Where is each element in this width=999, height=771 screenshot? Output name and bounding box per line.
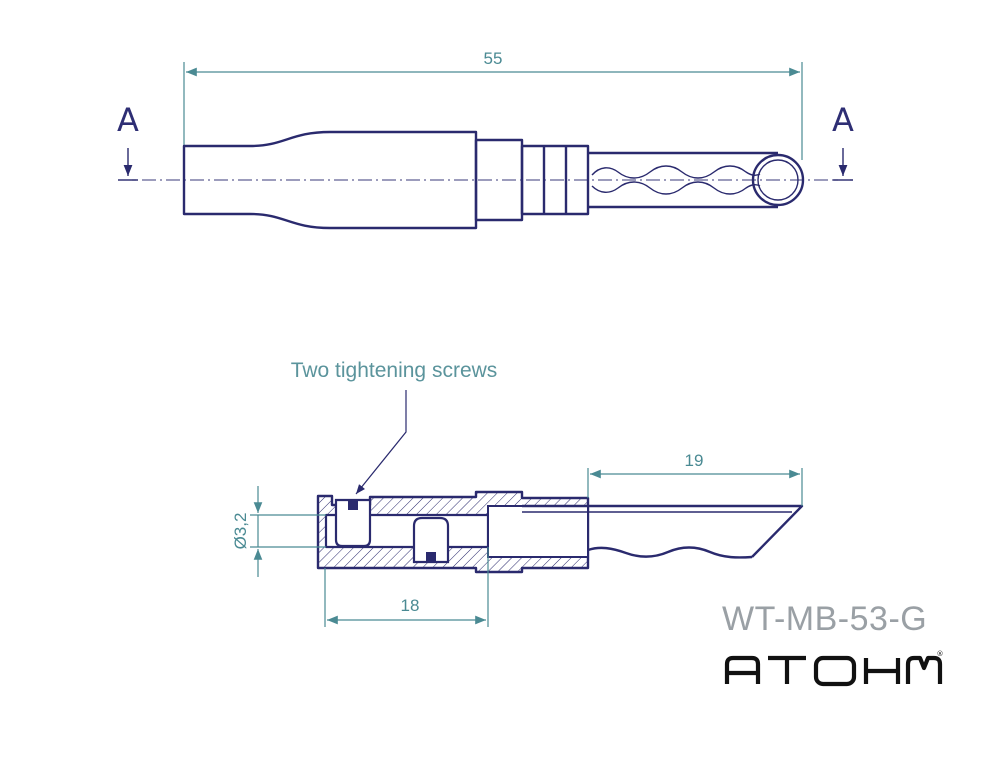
- body-length-value: 18: [401, 596, 420, 615]
- section-view: Two tightening screws 19: [231, 359, 804, 627]
- section-marker-right: A: [832, 101, 854, 181]
- registered-mark: ®: [937, 650, 944, 658]
- bore-diameter-value: Ø3,2: [231, 513, 250, 550]
- part-number: WT-MB-53-G: [722, 600, 928, 638]
- tightening-screw-2: [412, 516, 450, 564]
- top-view: 55 A A: [117, 49, 854, 230]
- section-letter-right: A: [832, 101, 854, 139]
- body-length-dimension: 18: [324, 547, 489, 627]
- section-letter-left: A: [117, 101, 139, 139]
- overall-length-value: 55: [484, 49, 503, 68]
- tip-length-dimension: 19: [587, 451, 803, 506]
- tightening-screw-1: [334, 498, 372, 548]
- atohm-logo: ®: [724, 650, 944, 687]
- pin-cavity: [487, 505, 589, 558]
- bore-diameter-dimension: Ø3,2: [231, 486, 326, 577]
- plug-handle: [182, 130, 478, 230]
- banana-pin: [588, 151, 805, 209]
- grip-rings: [520, 144, 590, 216]
- tip-length-value: 19: [685, 451, 704, 470]
- callout-leader: [355, 390, 407, 495]
- overall-length-dimension: 55: [183, 49, 803, 160]
- screws-callout: Two tightening screws: [291, 359, 498, 382]
- section-marker-left: A: [117, 101, 139, 181]
